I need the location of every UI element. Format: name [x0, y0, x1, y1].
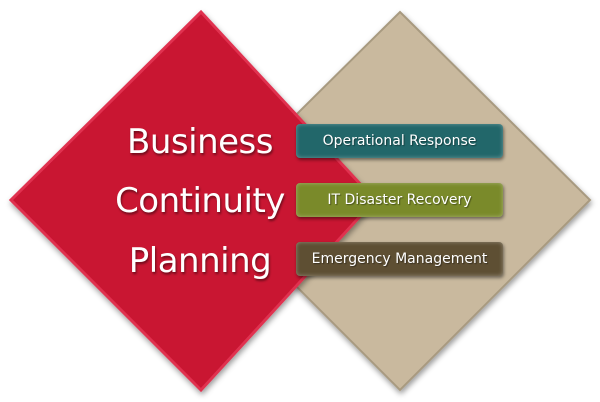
operational-response-box: Operational Response — [296, 124, 503, 158]
title-line-business: Business — [127, 122, 273, 162]
it-disaster-recovery-box: IT Disaster Recovery — [296, 183, 503, 217]
title-line-continuity: Continuity — [115, 181, 285, 221]
title-line-planning: Planning — [128, 241, 272, 281]
emergency-management-box: Emergency Management — [296, 242, 503, 276]
